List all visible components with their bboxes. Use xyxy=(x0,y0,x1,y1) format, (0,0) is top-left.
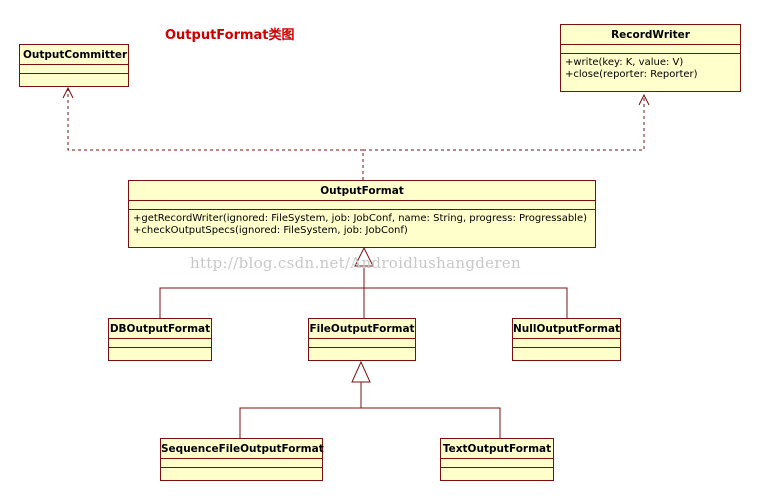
arrowhead-record-writer xyxy=(638,93,650,106)
class-null-output-format[interactable]: NullOutputFormat xyxy=(512,318,621,361)
watermark-text: http://blog.csdn.net/Androidlushangderen xyxy=(190,254,521,272)
attributes-compartment xyxy=(441,459,553,468)
operations-compartment: +getRecordWriter(ignored: FileSystem, jo… xyxy=(129,210,595,237)
operation: +close(reporter: Reporter) xyxy=(565,69,698,80)
class-sequence-file-output-format[interactable]: SequenceFileOutputFormat xyxy=(160,438,324,481)
class-name: DBOutputFormat xyxy=(109,319,211,339)
class-text-output-format[interactable]: TextOutputFormat xyxy=(440,438,554,481)
generalization-branch-file-output-format xyxy=(239,407,501,438)
attributes-compartment xyxy=(561,45,740,54)
operation: +checkOutputSpecs(ignored: FileSystem, j… xyxy=(133,225,408,236)
attributes-compartment xyxy=(129,201,595,210)
generalization-branch-output-format xyxy=(159,287,568,318)
class-name: NullOutputFormat xyxy=(513,319,620,339)
class-name: TextOutputFormat xyxy=(441,439,553,459)
attributes-compartment xyxy=(309,339,415,348)
class-name: RecordWriter xyxy=(561,25,740,45)
dependency-to-output-committer xyxy=(67,88,364,180)
class-file-output-format[interactable]: FileOutputFormat xyxy=(308,318,416,361)
class-name: OutputCommitter xyxy=(20,45,128,65)
attributes-compartment xyxy=(20,65,128,74)
operation: +write(key: K, value: V) xyxy=(565,57,684,68)
operations-compartment: +write(key: K, value: V) +close(reporter… xyxy=(561,54,740,81)
class-name: FileOutputFormat xyxy=(309,319,415,339)
diagram-title: OutputFormat类图 xyxy=(165,28,295,43)
attributes-compartment xyxy=(109,339,211,348)
class-output-committer[interactable]: OutputCommitter xyxy=(19,44,129,87)
dependency-to-record-writer xyxy=(363,95,645,151)
class-record-writer[interactable]: RecordWriter +write(key: K, value: V) +c… xyxy=(560,24,741,92)
class-db-output-format[interactable]: DBOutputFormat xyxy=(108,318,212,361)
attributes-compartment xyxy=(161,459,322,468)
operation: +getRecordWriter(ignored: FileSystem, jo… xyxy=(133,213,587,224)
attributes-compartment xyxy=(513,339,620,348)
generalization-triangle-file-output-format xyxy=(351,360,371,383)
arrowhead-output-committer xyxy=(62,86,74,99)
class-name: OutputFormat xyxy=(129,181,595,201)
class-name: SequenceFileOutputFormat xyxy=(161,439,324,459)
class-output-format[interactable]: OutputFormat +getRecordWriter(ignored: F… xyxy=(128,180,596,248)
